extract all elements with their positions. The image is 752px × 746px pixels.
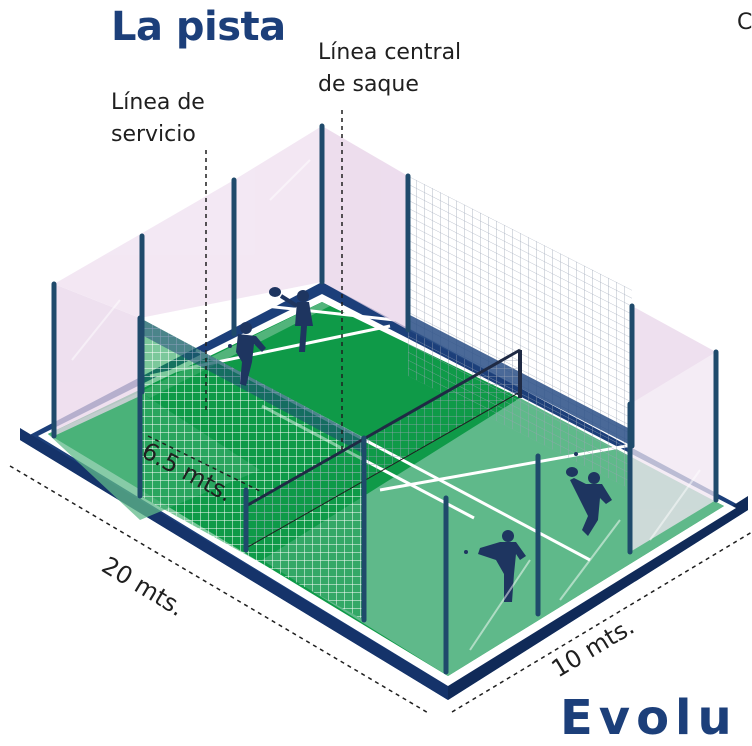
player-silhouette-icon xyxy=(228,322,266,386)
court-diagram: 20 mts. 10 mts. 6.5 mts. xyxy=(9,110,752,715)
service-line-label-line2: servicio xyxy=(111,122,196,147)
player-silhouette-icon xyxy=(566,452,612,536)
length-dimension-line xyxy=(9,465,431,715)
glass-dimension-line xyxy=(147,435,263,493)
service-line-label-line1: Línea de xyxy=(111,90,205,115)
glass-reflections xyxy=(71,159,701,651)
leader-lines xyxy=(9,110,752,715)
posts xyxy=(51,123,719,675)
center-line-label-line2: de saque xyxy=(318,72,419,97)
racket-icon xyxy=(269,287,281,297)
width-dimension-line xyxy=(451,531,752,713)
truncated-corner-text: C xyxy=(737,10,752,35)
glass-walls xyxy=(54,126,716,552)
ball-icon xyxy=(228,344,232,348)
court-illustration: 20 mts. 10 mts. 6.5 mts. xyxy=(9,110,752,715)
page-title: La pista xyxy=(111,4,286,50)
left-fence xyxy=(140,318,364,620)
ball-icon xyxy=(574,452,578,456)
racket-icon xyxy=(566,467,578,477)
player-silhouette-icon xyxy=(464,530,526,602)
player-silhouette-icon xyxy=(269,287,313,352)
truncated-heading: Evolu xyxy=(560,690,738,746)
length-label: 20 mts. xyxy=(97,551,190,622)
players xyxy=(228,287,612,602)
center-line-label-line1: Línea central xyxy=(318,40,462,65)
ball-icon xyxy=(464,550,468,554)
